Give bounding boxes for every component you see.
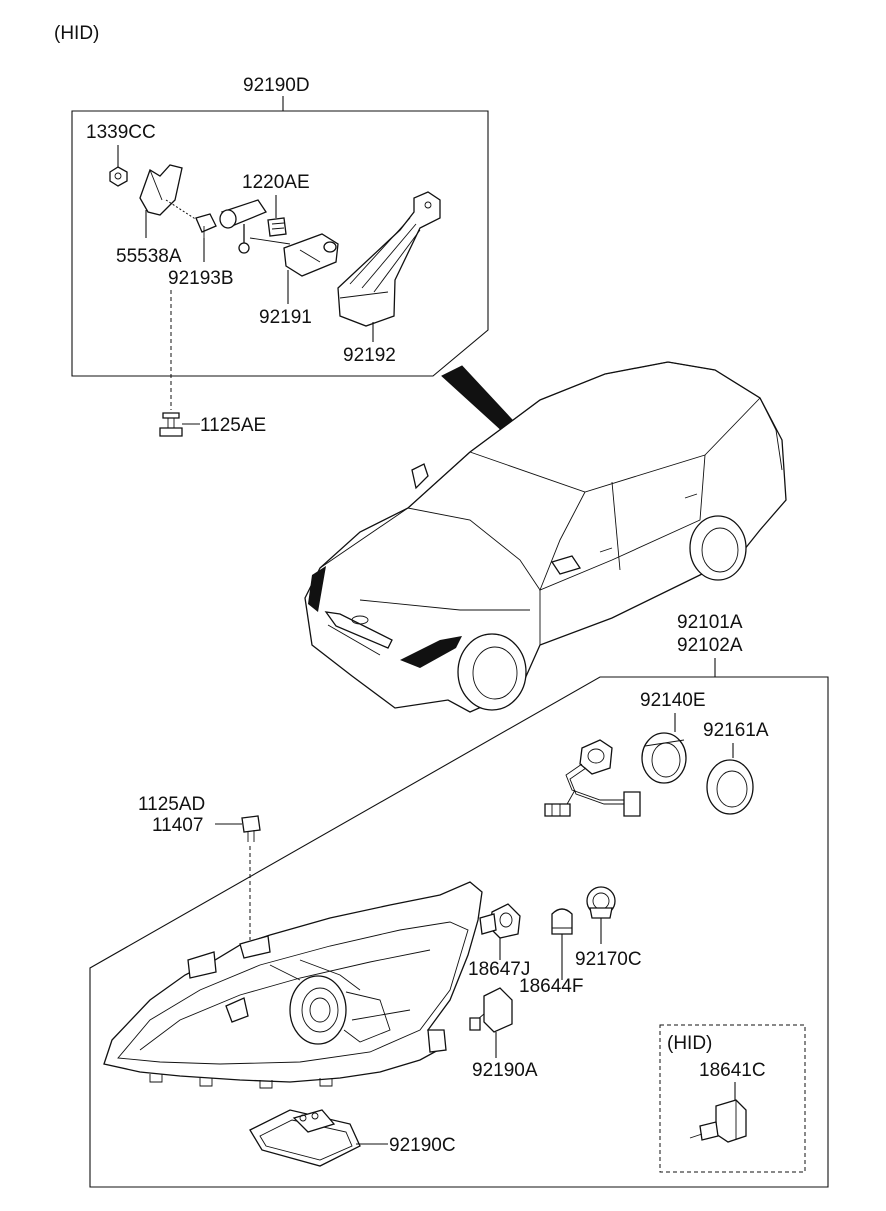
hid-bulb-group: (HID) 18641C — [659, 1024, 806, 1173]
right-headlamp-highlight — [400, 636, 462, 668]
bolt-92193B[interactable] — [195, 213, 217, 233]
car-grille — [324, 611, 393, 649]
bulb-92190A[interactable] — [469, 987, 513, 1033]
label-92193B[interactable]: 92193B — [168, 268, 234, 289]
label-11407[interactable]: 11407 — [152, 815, 203, 836]
hid-subbox — [659, 1024, 806, 1173]
label-92190C[interactable]: 92190C — [389, 1135, 456, 1156]
label-92190D[interactable]: 92190D — [243, 75, 310, 96]
rear-wheel — [689, 515, 747, 581]
right-mirror — [550, 555, 582, 575]
label-1220AE[interactable]: 1220AE — [242, 172, 310, 193]
label-55538A[interactable]: 55538A — [116, 246, 182, 267]
label-92170C[interactable]: 92170C — [575, 949, 642, 970]
wiring-harness[interactable] — [544, 739, 641, 817]
label-92192[interactable]: 92192 — [343, 345, 396, 366]
car-illustration — [304, 361, 787, 713]
headlamp-assembly-group: 92101A 92102A 92140E 92161A 1125AD 114 — [89, 612, 829, 1188]
socket-92170C[interactable] — [586, 886, 616, 919]
bolt-1125AE-group: 1125AE — [159, 412, 266, 437]
bulb-18644F[interactable] — [551, 908, 573, 935]
label-1125AE[interactable]: 1125AE — [200, 415, 266, 436]
label-1125AD[interactable]: 1125AD — [138, 794, 205, 815]
cap-92161A[interactable] — [706, 759, 754, 815]
bulb-18647J[interactable] — [479, 903, 521, 939]
hid-variant-label: (HID) — [667, 1033, 712, 1054]
headlamp-housing[interactable] — [103, 881, 483, 1089]
bracket-92192[interactable] — [337, 191, 441, 327]
bolt-1125AD[interactable] — [241, 815, 261, 833]
group-box-headlamp — [89, 676, 829, 1188]
leveling-sensor-group: 92190D 1339CC 55538A 92193B 1220AE — [71, 75, 489, 410]
group-box-top — [71, 110, 489, 377]
label-92140E[interactable]: 92140E — [640, 690, 706, 711]
label-92191[interactable]: 92191 — [259, 307, 312, 328]
label-92161A[interactable]: 92161A — [703, 720, 769, 741]
socket-ring-92140E[interactable] — [641, 732, 687, 784]
bolt-1125AE[interactable] — [162, 412, 180, 419]
ballast-92190C[interactable] — [249, 1109, 361, 1167]
left-headlamp-highlight — [308, 566, 326, 612]
header-variant-label: (HID) — [54, 23, 99, 44]
label-1339CC[interactable]: 1339CC — [86, 122, 156, 143]
label-18644F[interactable]: 18644F — [519, 976, 583, 997]
label-92102A[interactable]: 92102A — [677, 635, 743, 656]
screw-1220AE[interactable] — [267, 217, 287, 237]
bracket-55538A[interactable] — [139, 164, 183, 216]
left-mirror — [411, 463, 429, 490]
sensor-92191[interactable] — [283, 233, 339, 277]
label-18647J[interactable]: 18647J — [468, 959, 530, 980]
label-18641C[interactable]: 18641C — [699, 1060, 766, 1081]
label-92101A[interactable]: 92101A — [677, 612, 743, 633]
label-92190A[interactable]: 92190A — [472, 1060, 538, 1081]
nut-1339CC[interactable] — [109, 166, 128, 187]
hid-bulb-18641C[interactable] — [689, 1099, 747, 1143]
